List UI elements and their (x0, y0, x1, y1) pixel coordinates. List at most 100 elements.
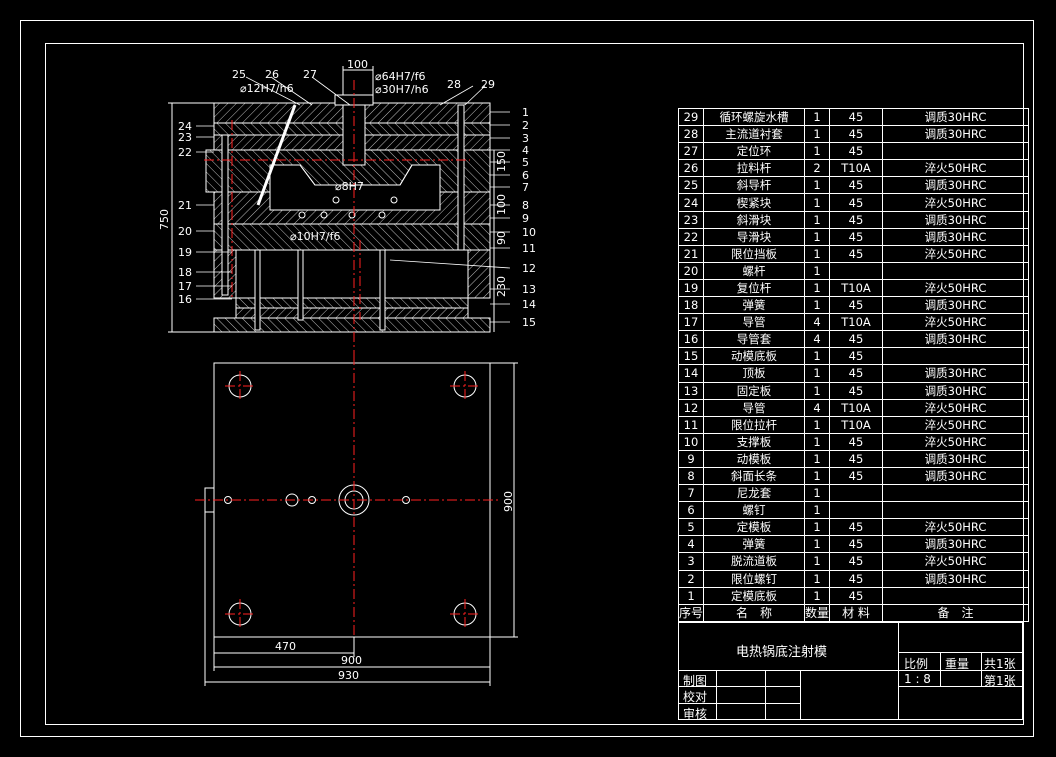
part-number: 16 (678, 330, 704, 349)
balloon-23: 23 (178, 131, 192, 144)
balloon-8: 8 (522, 199, 529, 212)
balloon-29: 29 (481, 78, 495, 91)
part-material (829, 261, 883, 280)
part-number: 19 (678, 278, 704, 298)
balloon-6: 6 (522, 169, 529, 182)
part-name: 定位环 (703, 142, 805, 161)
section-labels: 100 ⌀64H7/f6 ⌀12H7/h6 ⌀30H7/h6 ⌀8H7 ⌀10H… (158, 58, 508, 297)
part-number: 11 (678, 415, 704, 434)
part-material: 45 (829, 227, 883, 246)
part-material: 45 (829, 364, 883, 383)
drawing-name: 电热锅底注射模 (736, 645, 828, 660)
part-name: 动模板 (703, 449, 805, 468)
part-material: 45 (829, 330, 883, 349)
header-quantity: 数量 (804, 603, 830, 622)
part-material: 45 (829, 518, 883, 537)
part-name: 定模底板 (703, 586, 805, 605)
checked-by-label: 校对 (683, 690, 708, 704)
part-number: 7 (678, 484, 704, 503)
part-number: 25 (678, 176, 704, 195)
part-note: 淬火50HRC (882, 518, 1029, 537)
dim-470: 470 (275, 640, 296, 653)
part-name: 导管套 (703, 330, 805, 349)
part-number: 26 (678, 159, 704, 178)
part-material: 45 (829, 107, 883, 127)
part-note: 淬火50HRC (882, 313, 1029, 332)
part-note: 调质30HRC (882, 381, 1029, 400)
header-name: 名 称 (703, 603, 805, 622)
part-quantity: 1 (804, 484, 830, 503)
scale-value: 1 : 8 (904, 672, 931, 686)
part-quantity: 1 (804, 569, 830, 588)
part-number: 2 (678, 569, 704, 588)
fit-30: ⌀30H7/h6 (375, 83, 429, 96)
title-block: 电热锅底注射模 比例 重量 共1张 1 : 8 第1张 制图 校对 审核 (678, 622, 1023, 721)
part-number: 17 (678, 313, 704, 332)
part-name: 楔紧块 (703, 193, 805, 212)
balloon-3: 3 (522, 132, 529, 145)
balloon-18: 18 (178, 266, 192, 279)
part-material: 45 (829, 381, 883, 400)
part-number: 10 (678, 432, 704, 451)
part-quantity: 1 (804, 244, 830, 263)
plan-labels: 900 470 900 930 (275, 491, 515, 682)
balloon-11: 11 (522, 242, 536, 255)
dim-900-vertical: 900 (502, 491, 515, 512)
balloon-26: 26 (265, 68, 279, 81)
plate-15 (213, 317, 491, 333)
balloon-27: 27 (303, 68, 317, 81)
part-number: 13 (678, 381, 704, 400)
section-dimensions (168, 66, 495, 333)
balloon-21: 21 (178, 199, 192, 212)
fit-64: ⌀64H7/f6 (375, 70, 425, 83)
leader-lines (196, 76, 511, 323)
part-quantity: 1 (804, 176, 830, 195)
part-name: 斜滑块 (703, 210, 805, 229)
plate-10 (213, 223, 491, 251)
balloon-12: 12 (522, 262, 536, 275)
part-name: 主流道衬套 (703, 125, 805, 144)
header-note: 备 注 (882, 603, 1029, 622)
balloon-2: 2 (522, 119, 529, 132)
part-note (882, 142, 1029, 161)
part-name: 拉料杆 (703, 159, 805, 178)
part-material: 45 (829, 569, 883, 588)
part-note: 淬火50HRC (882, 193, 1029, 212)
part-material: 45 (829, 210, 883, 229)
dim-100: 100 (347, 58, 368, 71)
balloon-7: 7 (522, 181, 529, 194)
scale-label: 比例 (904, 657, 929, 671)
approved-by-label: 审核 (683, 707, 708, 721)
part-name: 斜面长条 (703, 466, 805, 486)
part-note: 淬火50HRC (882, 432, 1029, 451)
part-quantity: 1 (804, 466, 830, 486)
part-number: 22 (678, 227, 704, 246)
part-material: T10A (829, 313, 883, 332)
part-quantity: 1 (804, 518, 830, 537)
part-quantity: 1 (804, 415, 830, 434)
part-number: 15 (678, 347, 704, 366)
part-quantity: 4 (804, 330, 830, 349)
part-name: 动模底板 (703, 347, 805, 366)
part-number: 3 (678, 552, 704, 571)
part-note: 淬火50HRC (882, 278, 1029, 298)
header-material: 材 料 (829, 603, 883, 622)
part-quantity: 1 (804, 449, 830, 468)
part-name: 脱流道板 (703, 552, 805, 571)
balloon-25: 25 (232, 68, 246, 81)
part-note: 淬火50HRC (882, 398, 1029, 417)
